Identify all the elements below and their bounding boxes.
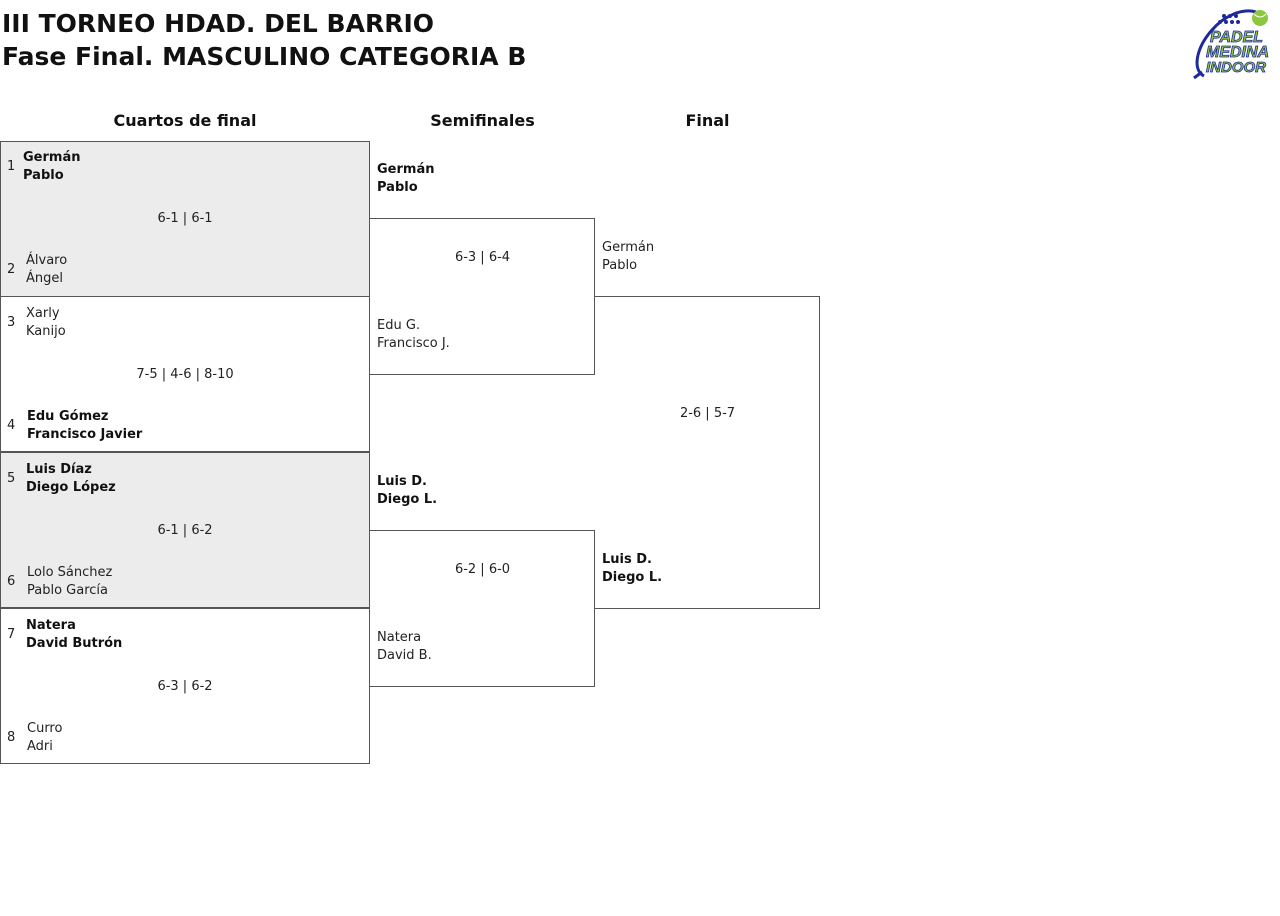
tournament-title: III TORNEO HDAD. DEL BARRIO [2, 9, 435, 38]
team-entry: Luis Díaz Diego López [26, 461, 116, 497]
player-name: Pablo [377, 180, 418, 195]
quarterfinal-match-3 [0, 452, 370, 608]
team-entry: Natera David B. [377, 629, 432, 665]
seed-number: 6 [7, 574, 16, 589]
match-score: 2-6 | 5-7 [679, 406, 736, 421]
player-name: Kanijo [26, 324, 66, 339]
match-score: 7-5 | 4-6 | 8-10 [136, 367, 234, 382]
player-name: Francisco J. [377, 336, 450, 351]
player-name: Luis D. [602, 552, 652, 567]
player-name: Diego L. [377, 492, 438, 507]
match-score: 6-3 | 6-4 [454, 250, 511, 265]
round-header-semifinals: Semifinales [430, 111, 535, 130]
team-entry: Germán Pablo [602, 239, 654, 275]
seed-number: 1 [7, 159, 16, 174]
logo-word-2: MEDINA [1206, 44, 1269, 61]
quarterfinal-match-1 [0, 141, 370, 297]
team-entry: Edu Gómez Francisco Javier [27, 408, 142, 444]
player-name: Adri [27, 739, 53, 754]
padel-medina-indoor-logo: PADEL MEDINA INDOOR [1193, 9, 1270, 80]
seed-number: 8 [7, 730, 16, 745]
player-name: Pablo García [27, 583, 108, 598]
final-match [594, 296, 820, 609]
player-name: Natera [377, 630, 422, 645]
player-name: Edu Gómez [27, 409, 109, 424]
logo-word-3: INDOOR [1206, 59, 1266, 76]
seed-number: 3 [7, 315, 16, 330]
seed-number: 5 [7, 471, 16, 486]
player-name: Luis Díaz [26, 462, 92, 477]
phase-title: Fase Final. MASCULINO CATEGORIA B [2, 42, 527, 71]
team-entry: Natera David Butrón [26, 617, 122, 653]
player-name: Diego L. [602, 570, 663, 585]
match-score: 6-1 | 6-2 [157, 523, 213, 538]
team-entry: Edu G. Francisco J. [377, 317, 450, 353]
seed-number: 7 [7, 627, 16, 642]
player-name: Pablo [602, 258, 638, 273]
team-entry: Germán Pablo [23, 149, 80, 185]
team-entry: Luis D. Diego L. [602, 551, 662, 587]
match-score: 6-2 | 6-0 [454, 562, 511, 577]
team-entry: Luis D. Diego L. [377, 473, 437, 509]
player-name: Natera [26, 618, 76, 633]
player-name: Germán [23, 150, 81, 165]
player-name: Álvaro [26, 253, 68, 268]
round-header-quarterfinals: Cuartos de final [113, 111, 257, 130]
seed-number: 2 [7, 262, 16, 277]
player-name: David Butrón [26, 636, 123, 651]
player-name: Curro [27, 721, 63, 736]
player-name: Germán [377, 162, 435, 177]
team-entry: Xarly Kanijo [26, 305, 66, 341]
player-name: Francisco Javier [27, 427, 143, 442]
player-name: Xarly [26, 306, 60, 321]
team-entry: Lolo Sánchez Pablo García [27, 564, 112, 600]
logo-word-1: PADEL [1210, 29, 1263, 46]
player-name: Lolo Sánchez [27, 565, 113, 580]
seed-number: 4 [7, 418, 16, 433]
team-entry: Curro Adri [27, 720, 62, 756]
player-name: Diego López [26, 480, 116, 495]
round-header-final: Final [685, 111, 730, 130]
match-score: 6-1 | 6-1 [157, 211, 213, 226]
player-name: David B. [377, 648, 432, 663]
team-entry: Germán Pablo [377, 161, 434, 197]
player-name: Pablo [23, 168, 64, 183]
player-name: Ángel [26, 271, 63, 286]
match-score: 6-3 | 6-2 [157, 679, 213, 694]
team-entry: Álvaro Ángel [26, 252, 67, 288]
player-name: Germán [602, 240, 655, 255]
player-name: Edu G. [377, 318, 421, 333]
player-name: Luis D. [377, 474, 427, 489]
